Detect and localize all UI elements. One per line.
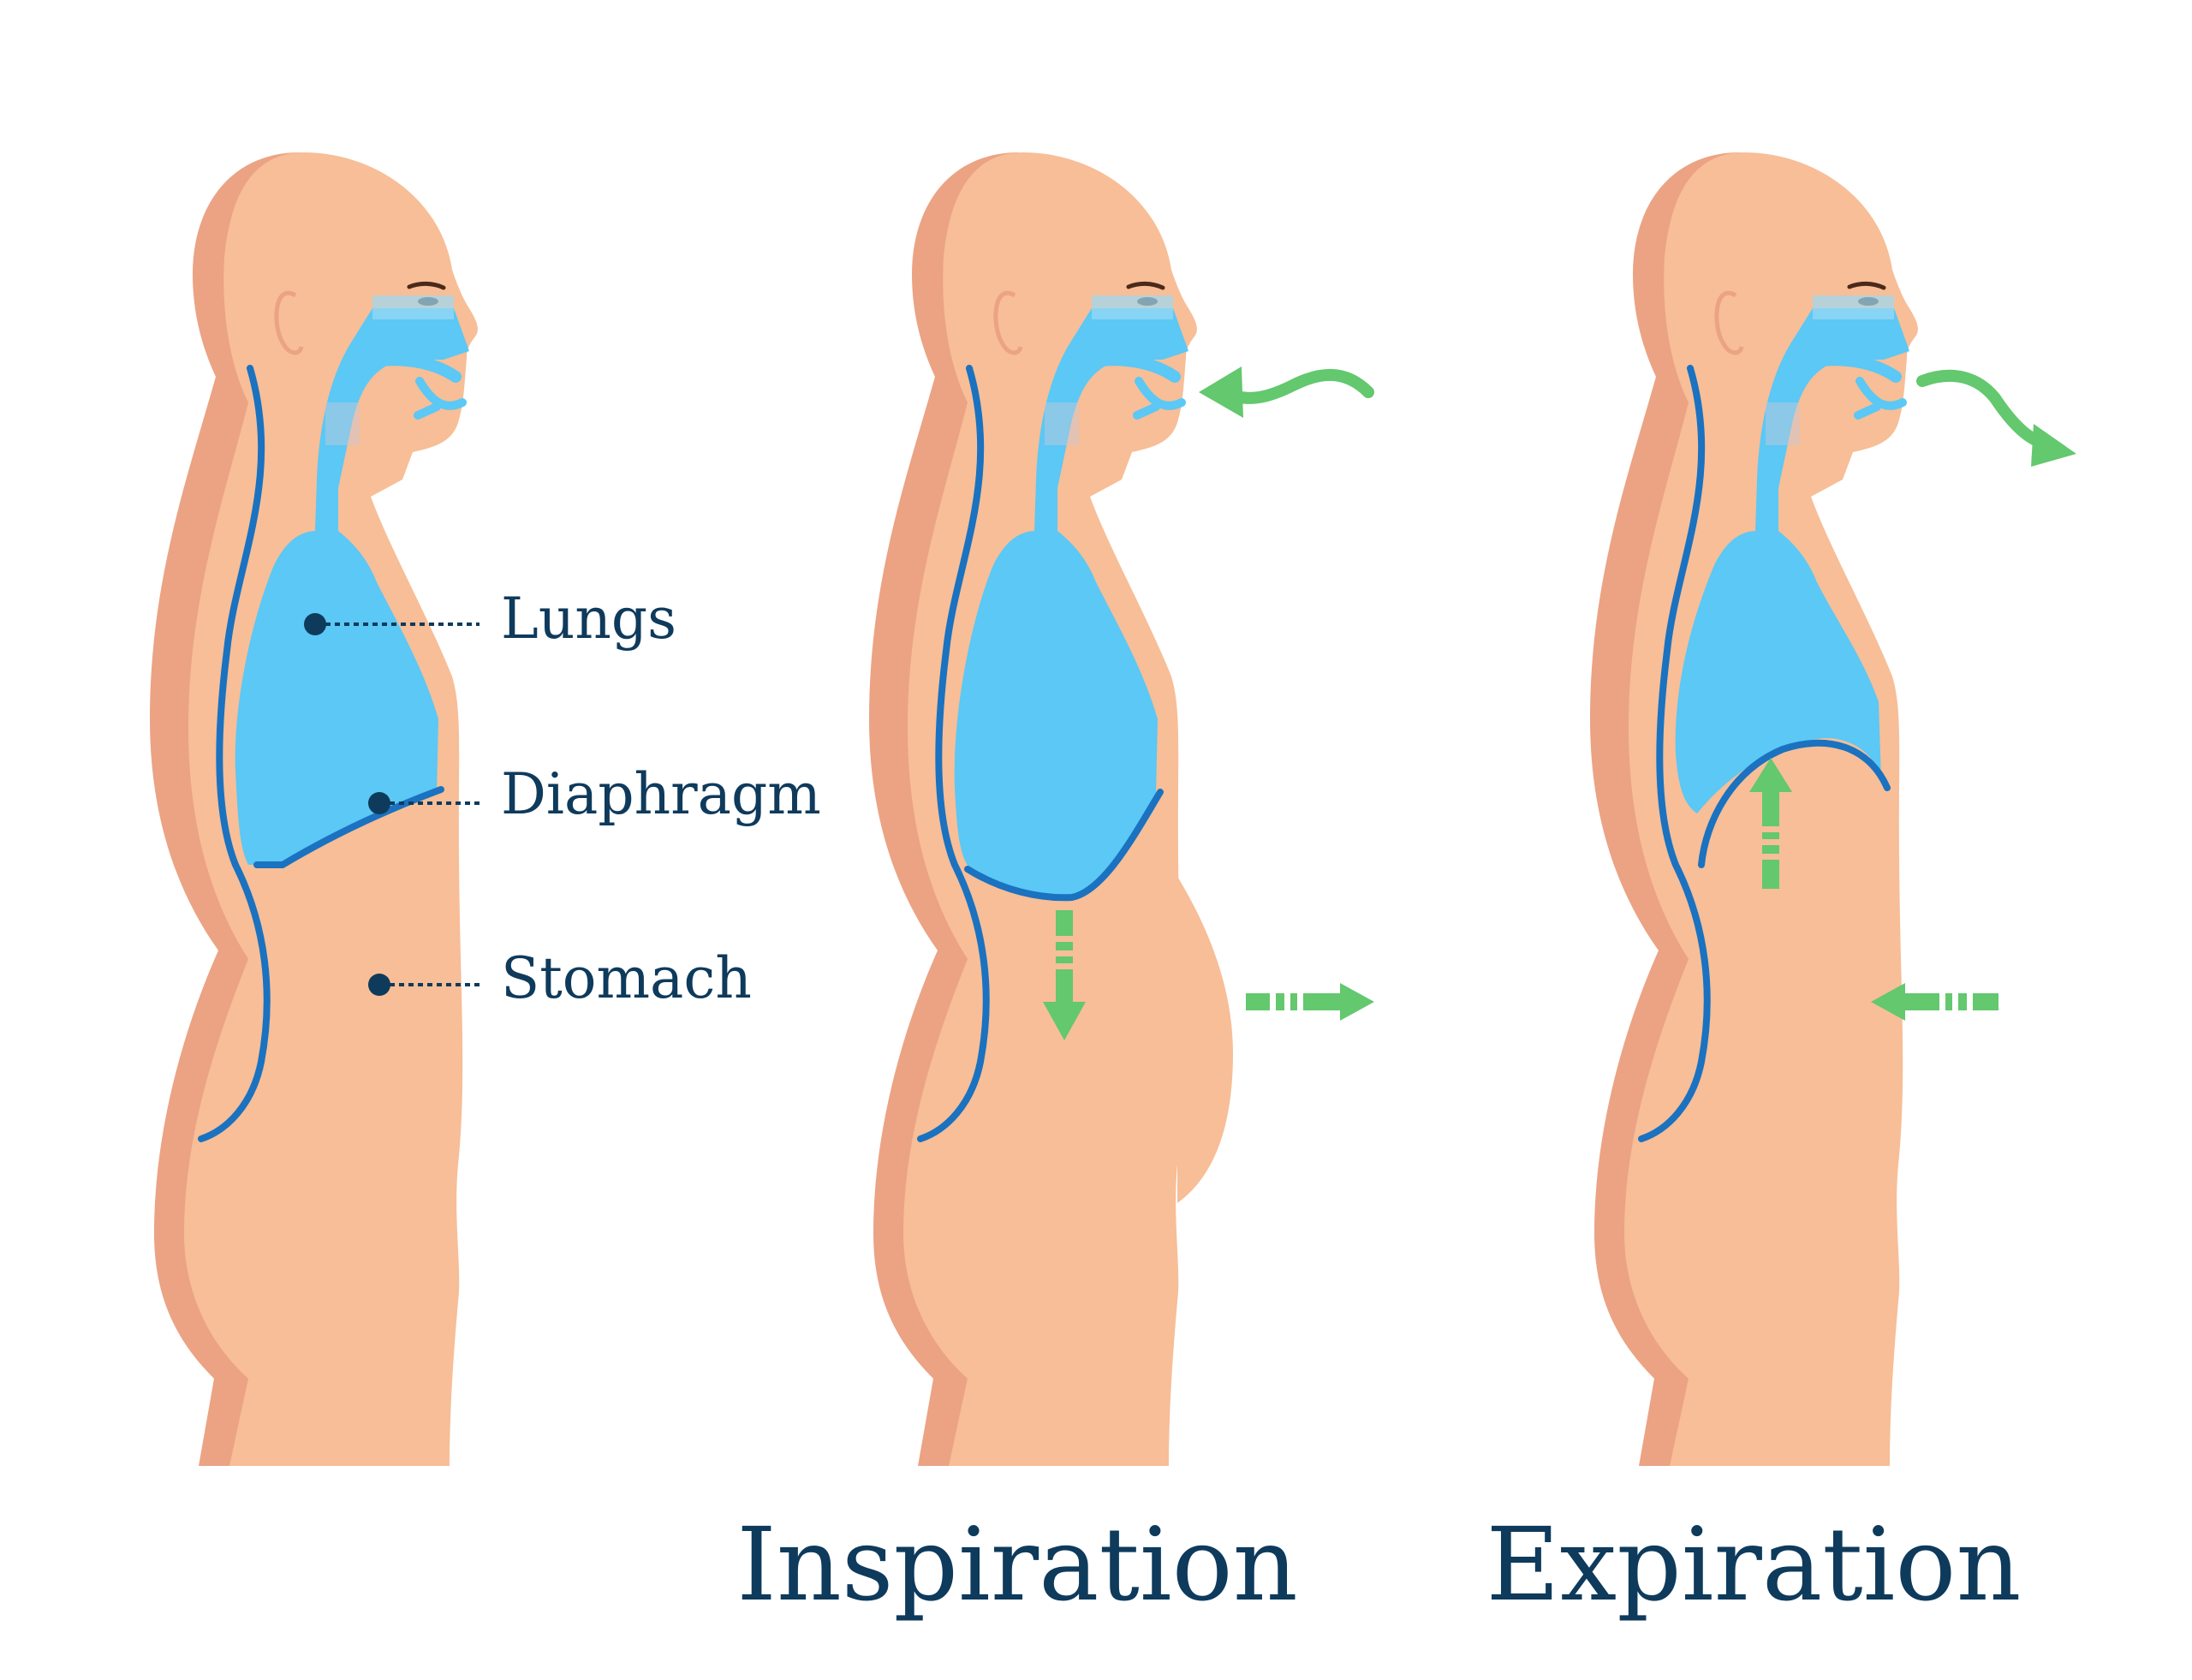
- caption-expiration: Expiration: [1486, 1505, 2022, 1623]
- figure-neutral: [150, 152, 478, 1466]
- exhale-arrow-icon: [1916, 369, 2076, 467]
- lungs-shape: [235, 531, 438, 865]
- label-stomach: Stomach: [501, 945, 752, 1011]
- label-leaders: [304, 613, 480, 996]
- diaphragm-lowered-line: [964, 789, 1164, 902]
- lungs-contracted-shape: [1675, 531, 1881, 813]
- figure-expiration: [1590, 152, 1918, 1466]
- label-lungs: Lungs: [501, 586, 676, 652]
- diaphragm-line: [253, 786, 444, 868]
- label-diaphragm: Diaphragm: [501, 761, 821, 827]
- diaphragm-raised-line: [1698, 739, 1891, 868]
- belly-in-arrow-icon: [1871, 983, 1998, 1021]
- diaphragm-down-arrow-icon: [1043, 910, 1086, 1040]
- lungs-expanded-shape: [954, 531, 1158, 898]
- diaphragm-up-arrow-icon: [1749, 758, 1792, 889]
- belly-out-arrow-icon: [1246, 983, 1374, 1021]
- figure-inspiration: [869, 152, 1233, 1466]
- caption-inspiration: Inspiration: [736, 1505, 1297, 1623]
- inhale-arrow-icon: [1199, 366, 1374, 418]
